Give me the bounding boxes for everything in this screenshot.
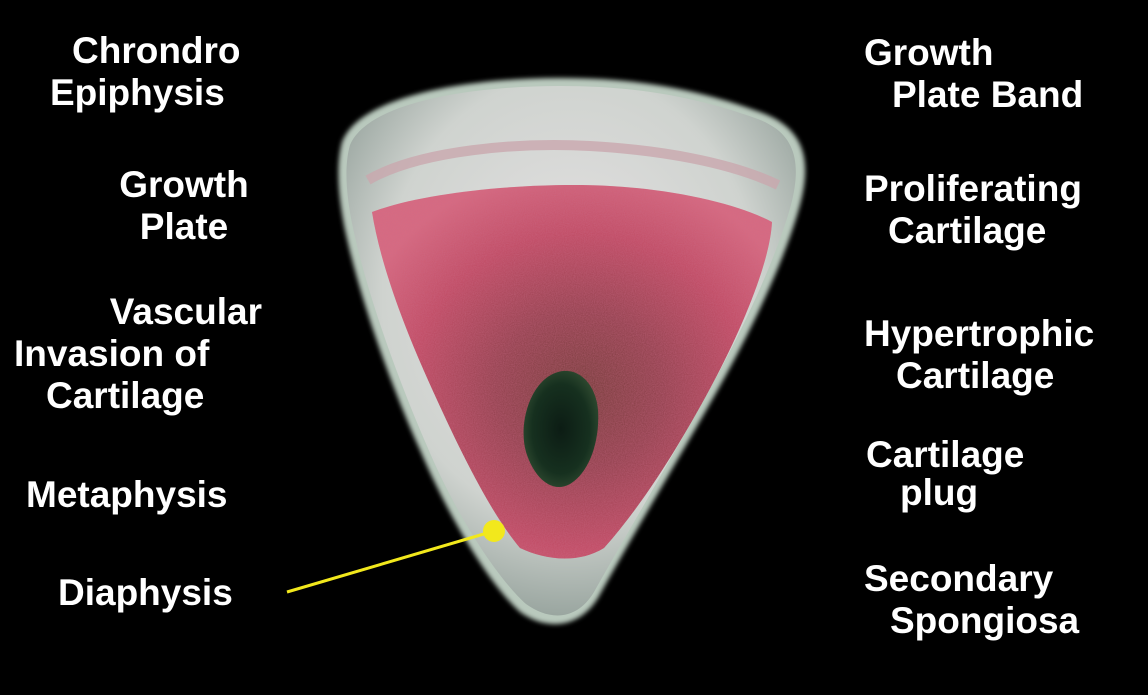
- label-line: Growth: [104, 164, 264, 206]
- label-line: Spongiosa: [864, 600, 1079, 642]
- label-line: Hypertrophic: [864, 313, 1094, 355]
- label-line: Cartilage: [14, 375, 262, 417]
- label-line: Vascular: [14, 291, 262, 333]
- label-secondary-spongiosa: Secondary Spongiosa: [864, 558, 1079, 642]
- label-line: Invasion of: [14, 333, 262, 375]
- diaphysis-pointer-dot: [483, 520, 505, 542]
- label-diaphysis: Diaphysis: [58, 572, 233, 614]
- label-line: Cartilage: [866, 436, 1024, 474]
- label-line: Diaphysis: [58, 572, 233, 614]
- label-line: Cartilage: [864, 355, 1094, 397]
- label-line: Metaphysis: [26, 474, 228, 516]
- label-growth-plate-band: Growth Plate Band: [864, 32, 1083, 116]
- label-line: Plate: [104, 206, 264, 248]
- diaphysis-pointer-line: [287, 531, 494, 592]
- label-line: Proliferating: [864, 168, 1082, 210]
- label-line: Cartilage: [864, 210, 1082, 252]
- label-proliferating-cartilage: Proliferating Cartilage: [864, 168, 1082, 252]
- label-line: Epiphysis: [50, 72, 241, 114]
- label-hypertrophic-cartilage: Hypertrophic Cartilage: [864, 313, 1094, 397]
- label-cartilage-plug: Cartilage plug: [866, 436, 1024, 512]
- label-growth-plate: Growth Plate: [104, 164, 264, 248]
- label-line: plug: [866, 474, 1024, 512]
- label-vascular-invasion: Vascular Invasion of Cartilage: [14, 291, 262, 417]
- label-line: Plate Band: [864, 74, 1083, 116]
- label-line: Secondary: [864, 558, 1079, 600]
- label-metaphysis: Metaphysis: [26, 474, 228, 516]
- label-chondro-epiphysis: Chrondro Epiphysis: [50, 30, 241, 114]
- label-line: Growth: [864, 32, 1083, 74]
- label-line: Chrondro: [50, 30, 241, 72]
